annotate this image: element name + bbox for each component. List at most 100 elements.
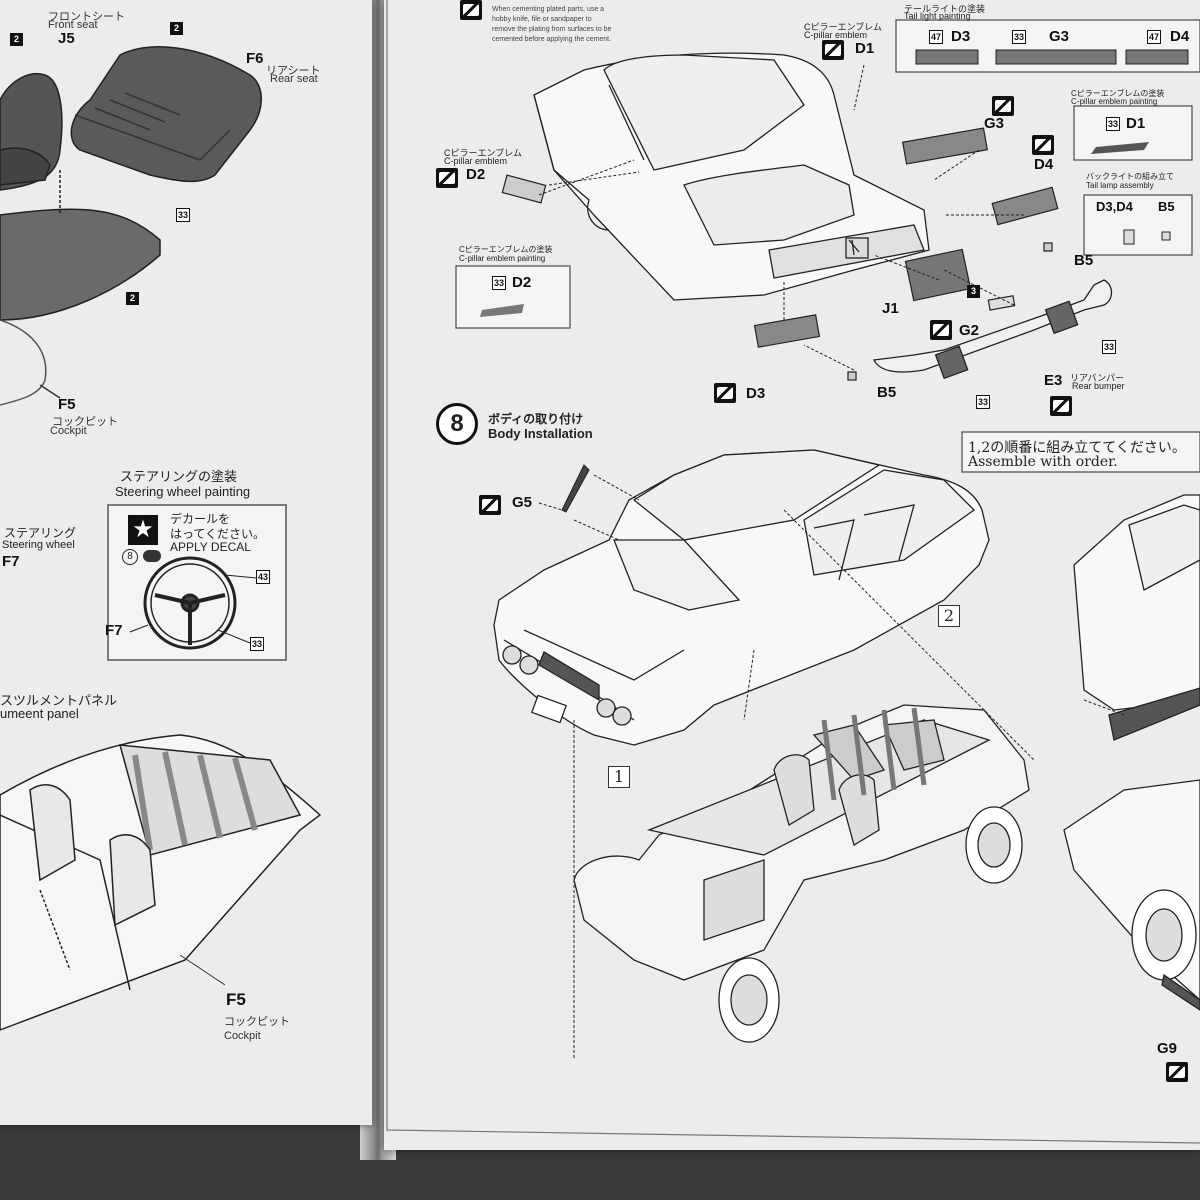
c-pillar-d1-en: C-pillar emblem [804, 30, 868, 40]
steering-wheel-part: F7 [2, 553, 20, 570]
steering-box-title-en: Steering wheel painting [115, 484, 251, 499]
right-page-drawings [386, 0, 1200, 1144]
g5-chrome-icon [479, 495, 501, 515]
rear-seat-part: F6 [246, 50, 264, 67]
rear-bumper-en: Rear bumper [1072, 381, 1125, 391]
tail-light-painting-en: Tail light painting [904, 11, 971, 21]
decal-star-icon: ★ [128, 515, 158, 545]
partial-car-right [1063, 494, 1200, 1011]
arrows-rear [538, 64, 1024, 371]
part-g3: G3 [984, 115, 1005, 132]
c-pillar-d2-en: C-pillar emblem [444, 156, 508, 166]
tail-light-part-1: D3 [951, 28, 971, 45]
cockpit-top-jp: コックピット [52, 416, 118, 428]
tail-lamp-assembly-jp: バックライトの組み立て [1086, 172, 1174, 181]
plating-note-line: When cementing plated parts, use a [492, 6, 605, 13]
c-pillar-painting-d1-color: 33 [1106, 117, 1120, 131]
steering-box-title-jp: ステアリングの塗装 [120, 469, 238, 484]
c-pillar-d2-part: D2 [466, 166, 486, 183]
chrome-note-icon [460, 0, 482, 20]
step-number: 8 [436, 403, 478, 445]
small-parts-drawing [501, 127, 1059, 381]
c-pillar-d1-part: D1 [855, 40, 875, 57]
right-page: When cementing plated parts, use a hobby… [384, 0, 1200, 1150]
order-mark-1: 1 [608, 766, 630, 788]
part-g9: G9 [1157, 1040, 1178, 1057]
c-pillar-painting-d1-part: D1 [1126, 115, 1146, 132]
steering-wheel-drawing [129, 556, 257, 650]
part-g5: G5 [512, 494, 533, 511]
c-pillar-painting-d2-color: 33 [492, 276, 506, 290]
assemble-order-en: Assemble with order. [968, 454, 1118, 470]
tail-lamp-assembly-en: Tail lamp assembly [1086, 181, 1154, 190]
chassis-drawing [573, 704, 1030, 1043]
plating-note-line: cemented before applying the cement. [492, 36, 612, 43]
c-pillar-painting-d2-en: C-pillar emblem painting [459, 254, 546, 263]
left-page-drawings [0, 46, 322, 1031]
tail-lamp-parts-a: D3,D4 [1096, 199, 1133, 214]
instrument-panel-en: umeent panel [0, 706, 79, 721]
floor-color-2: 2 [126, 292, 139, 305]
g3-chrome-icon [992, 96, 1014, 116]
front-seat-jp: フロントシート [48, 11, 125, 23]
c-pillar-d1-jp: Cピラーエンブレム [804, 22, 883, 32]
instrument-panel-jp: スツルメントパネル [0, 693, 118, 708]
cockpit-drawing [0, 734, 322, 1031]
rear-seat-en: Rear seat [270, 73, 318, 85]
plating-note-line: hobby knife, file or sandpaper to [492, 16, 592, 23]
front-seat-en: Front seat [48, 19, 98, 31]
c-pillar-painting-d1-jp: Cピラーエンブレムの塗装 [1071, 89, 1165, 98]
rear-seat-color: 2 [170, 22, 183, 35]
rear-seat-jp: リアシート [266, 65, 321, 77]
cockpit-bottom-jp: コックピット [224, 1016, 290, 1028]
tail-light-painting-jp: テールライトの塗装 [904, 4, 986, 14]
g2-chrome-icon [930, 320, 952, 340]
plating-note-line: remove the plating from surfaces to be [492, 26, 612, 33]
rear-bumper-jp: リアバンパー [1070, 373, 1125, 383]
rear-seat-drawing [70, 46, 262, 183]
c-pillar-painting-d2-part: D2 [512, 274, 532, 291]
steering-color-1: 43 [256, 570, 270, 584]
tail-light-color-3: 47 [1147, 30, 1161, 44]
d2-chrome-icon [436, 168, 458, 188]
plating-note: When cementing plated parts, use a hobby… [492, 5, 611, 45]
e3-chrome-icon [1050, 396, 1072, 416]
step-title-jp: ボディの取り付け [488, 412, 584, 426]
d4-chrome-icon [1032, 135, 1054, 155]
order-mark-2: 2 [938, 605, 960, 627]
tail-lamp-parts-b: B5 [1158, 199, 1175, 214]
steering-color-2: 33 [250, 637, 264, 651]
part-j1: J1 [882, 300, 899, 317]
front-seat-drawing [0, 73, 63, 191]
part-d4: D4 [1034, 156, 1054, 173]
car-body-drawing [493, 449, 990, 746]
part-b5-bottom: B5 [877, 384, 897, 401]
left-page: フロントシート Front seat J5 2 2 F6 リアシート Rear … [0, 0, 372, 1125]
part-e3: E3 [1044, 372, 1063, 389]
front-seat-part: J5 [58, 30, 75, 47]
tail-light-part-3: D4 [1170, 28, 1190, 45]
steering-wheel-en: Steering wheel [2, 539, 75, 551]
assemble-order-jp: 1,2の順番に組み立ててください。 [968, 440, 1186, 456]
part-j1-color: 3 [967, 285, 980, 298]
steering-box-part: F7 [105, 622, 123, 639]
front-seat-color: 2 [10, 33, 23, 46]
c-pillar-painting-d1-en: C-pillar emblem painting [1071, 97, 1158, 106]
bumper-color-1: 33 [976, 395, 990, 409]
part-g2: G2 [959, 322, 980, 339]
cockpit-top-part: F5 [58, 396, 76, 413]
bumper-color-2: 33 [1102, 340, 1116, 354]
d1-chrome-icon [822, 40, 844, 60]
decal-en: APPLY DECAL [170, 540, 251, 554]
part-d3: D3 [746, 385, 766, 402]
cockpit-bottom-part: F5 [226, 990, 246, 1009]
tail-light-part-2: G3 [1049, 28, 1070, 45]
cockpit-top-en: Cockpit [50, 425, 87, 437]
tail-light-color-1: 47 [929, 30, 943, 44]
floor-color-1: 33 [176, 208, 190, 222]
c-pillar-d2-jp: Cピラーエンブレム [444, 148, 523, 158]
d3-chrome-icon [714, 383, 736, 403]
c-pillar-painting-d2-jp: Cピラーエンブレムの塗装 [459, 245, 553, 254]
cockpit-bottom-en: Cockpit [224, 1030, 261, 1042]
decal-number: 8 [122, 549, 138, 565]
